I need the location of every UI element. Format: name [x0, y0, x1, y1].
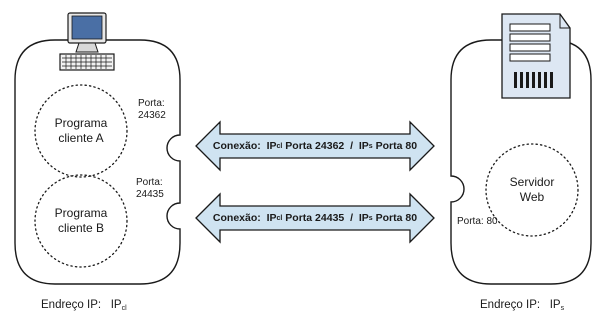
client-host-box — [14, 39, 181, 285]
program-a-circle — [34, 84, 128, 178]
connection-b-prefix: Conexão: — [212, 212, 261, 224]
connection-a-ip-s-sub: s — [368, 142, 373, 150]
client-ip-label: Endreço IP: — [41, 299, 102, 311]
connection-a-prefix: Conexão: — [212, 140, 261, 152]
web-server-line1: Servidor — [509, 175, 555, 189]
program-a-line1: Programa — [54, 116, 108, 130]
connection-a-ip-cl: IP — [266, 140, 277, 152]
web-server-label: Servidor Web — [492, 175, 572, 205]
server-port-label: Porta: 80 — [457, 216, 498, 227]
connection-b-port-s: Porta 80 — [375, 212, 418, 224]
server-host-box — [450, 39, 592, 285]
server-ip-address: Endreço IP: IPs — [480, 299, 564, 312]
program-a-label: Programa cliente A — [36, 116, 126, 146]
connection-a-ip-cl-sub: cl — [276, 142, 283, 150]
program-b-line1: Programa — [54, 206, 108, 220]
server-ip-sub: s — [560, 305, 565, 312]
desktop-computer-icon — [59, 12, 115, 71]
port-b-label: Porta: 24435 — [136, 177, 176, 201]
program-b-label: Programa cliente B — [36, 206, 126, 236]
port-b-title: Porta: — [136, 177, 163, 188]
connection-arrow-b — [195, 192, 435, 244]
connection-b-port-cl: Porta 24435 — [285, 212, 345, 224]
server-ip-value: IP — [549, 299, 561, 311]
port-a-label: Porta: 24362 — [138, 98, 178, 122]
web-server-circle — [485, 143, 579, 237]
client-ip-sub: cl — [121, 305, 127, 312]
connection-a-port-s: Porta 80 — [375, 140, 418, 152]
server-tower-icon — [501, 13, 571, 99]
connection-arrow-a — [195, 120, 435, 172]
connection-a-ip-s: IP — [358, 140, 369, 152]
client-ip-address: Endreço IP: IPcl — [41, 299, 127, 312]
connection-b-sep: / — [350, 212, 354, 224]
connection-b-ip-s: IP — [358, 212, 369, 224]
port-a-title: Porta: — [138, 98, 165, 109]
connection-b-ip-cl-sub: cl — [276, 214, 283, 222]
connection-a-sep: / — [350, 140, 354, 152]
program-a-line2: cliente A — [58, 131, 104, 145]
web-server-line2: Web — [519, 190, 545, 204]
connection-b-ip-s-sub: s — [368, 214, 373, 222]
connection-b-ip-cl: IP — [266, 212, 277, 224]
server-ip-label: Endreço IP: — [480, 299, 541, 311]
port-a-number: 24362 — [138, 110, 166, 121]
program-b-line2: cliente B — [57, 221, 105, 235]
port-b-number: 24435 — [136, 189, 164, 200]
client-ip-value: IP — [110, 299, 122, 311]
connection-a-port-cl: Porta 24362 — [285, 140, 345, 152]
program-b-circle — [34, 174, 128, 268]
